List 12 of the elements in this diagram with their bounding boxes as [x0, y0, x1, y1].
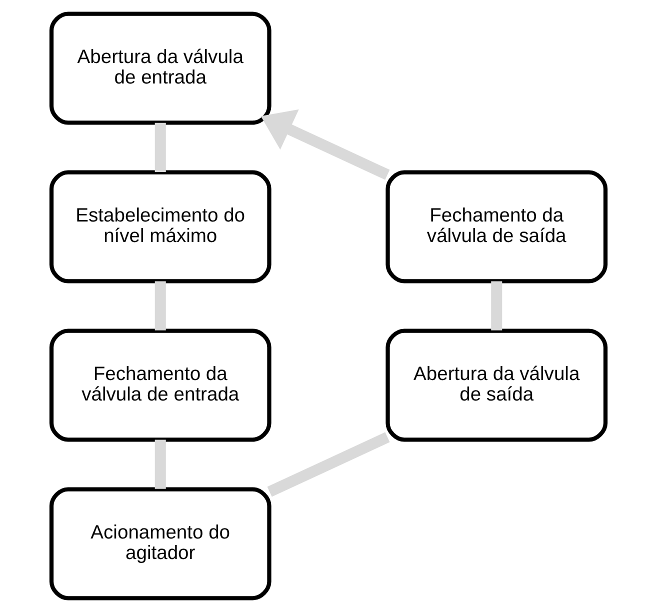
connector: [154, 281, 166, 330]
connector: [491, 281, 502, 330]
node-box: Abertura da válvula de entrada: [49, 12, 272, 125]
node-box: Estabelecimento do nível máximo: [49, 170, 272, 284]
node-box: Fechamento da válvula de saída: [386, 170, 608, 284]
connector: [154, 440, 166, 489]
node-box: Abertura da válvula de saída: [386, 328, 608, 442]
node-box: Fechamento da válvula de entrada: [49, 328, 272, 442]
connector: [267, 432, 390, 497]
arrow: [260, 109, 390, 180]
node-box: Acionamento do agitador: [49, 487, 272, 600]
connector: [154, 122, 166, 172]
